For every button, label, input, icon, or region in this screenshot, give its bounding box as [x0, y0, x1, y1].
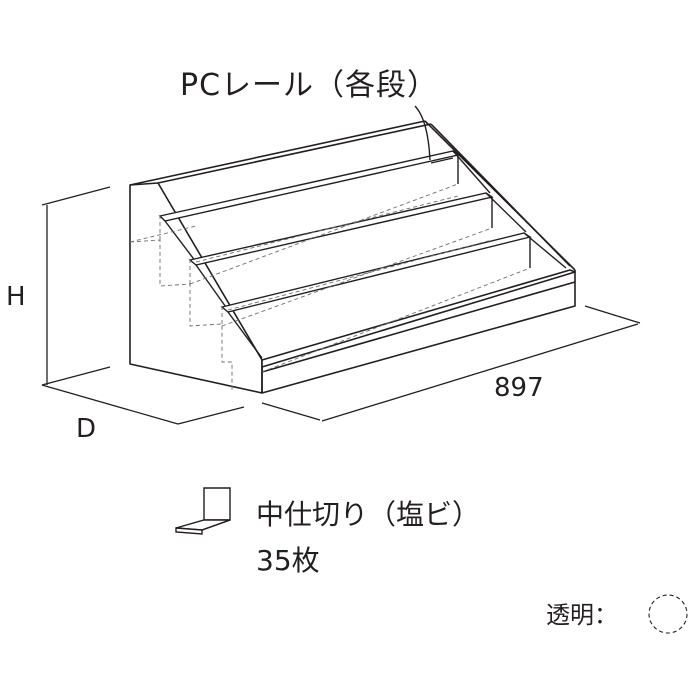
dimension-lines: [41, 186, 641, 425]
callout-leader: [414, 105, 431, 161]
tier-3: [220, 232, 567, 359]
hidden-lines: [129, 183, 531, 390]
tier-1: [158, 150, 491, 263]
tier-2: [188, 192, 527, 311]
accessory-quantity: 35枚: [256, 544, 320, 577]
height-label: H: [6, 282, 26, 312]
callout-label: PCレール（各段）: [180, 68, 438, 103]
accessory-name: 中仕切り（塩ビ）: [256, 498, 480, 531]
front-rail-lip: [261, 281, 576, 373]
step-tiers: [158, 150, 567, 359]
legend-label: 透明：: [546, 601, 618, 629]
width-label: 897: [494, 373, 544, 403]
callout-group: PCレール（各段）: [180, 68, 438, 161]
right-slope-edge-inner: [430, 123, 571, 267]
dashed-circle-icon: [648, 594, 688, 634]
depth-label: D: [76, 414, 96, 444]
divider-icon: [175, 487, 231, 535]
back-top-edge-inner: [157, 123, 432, 184]
back-top-edge: [129, 120, 426, 186]
shelf-body: [129, 120, 576, 394]
front-bottom-rail: [261, 269, 576, 368]
